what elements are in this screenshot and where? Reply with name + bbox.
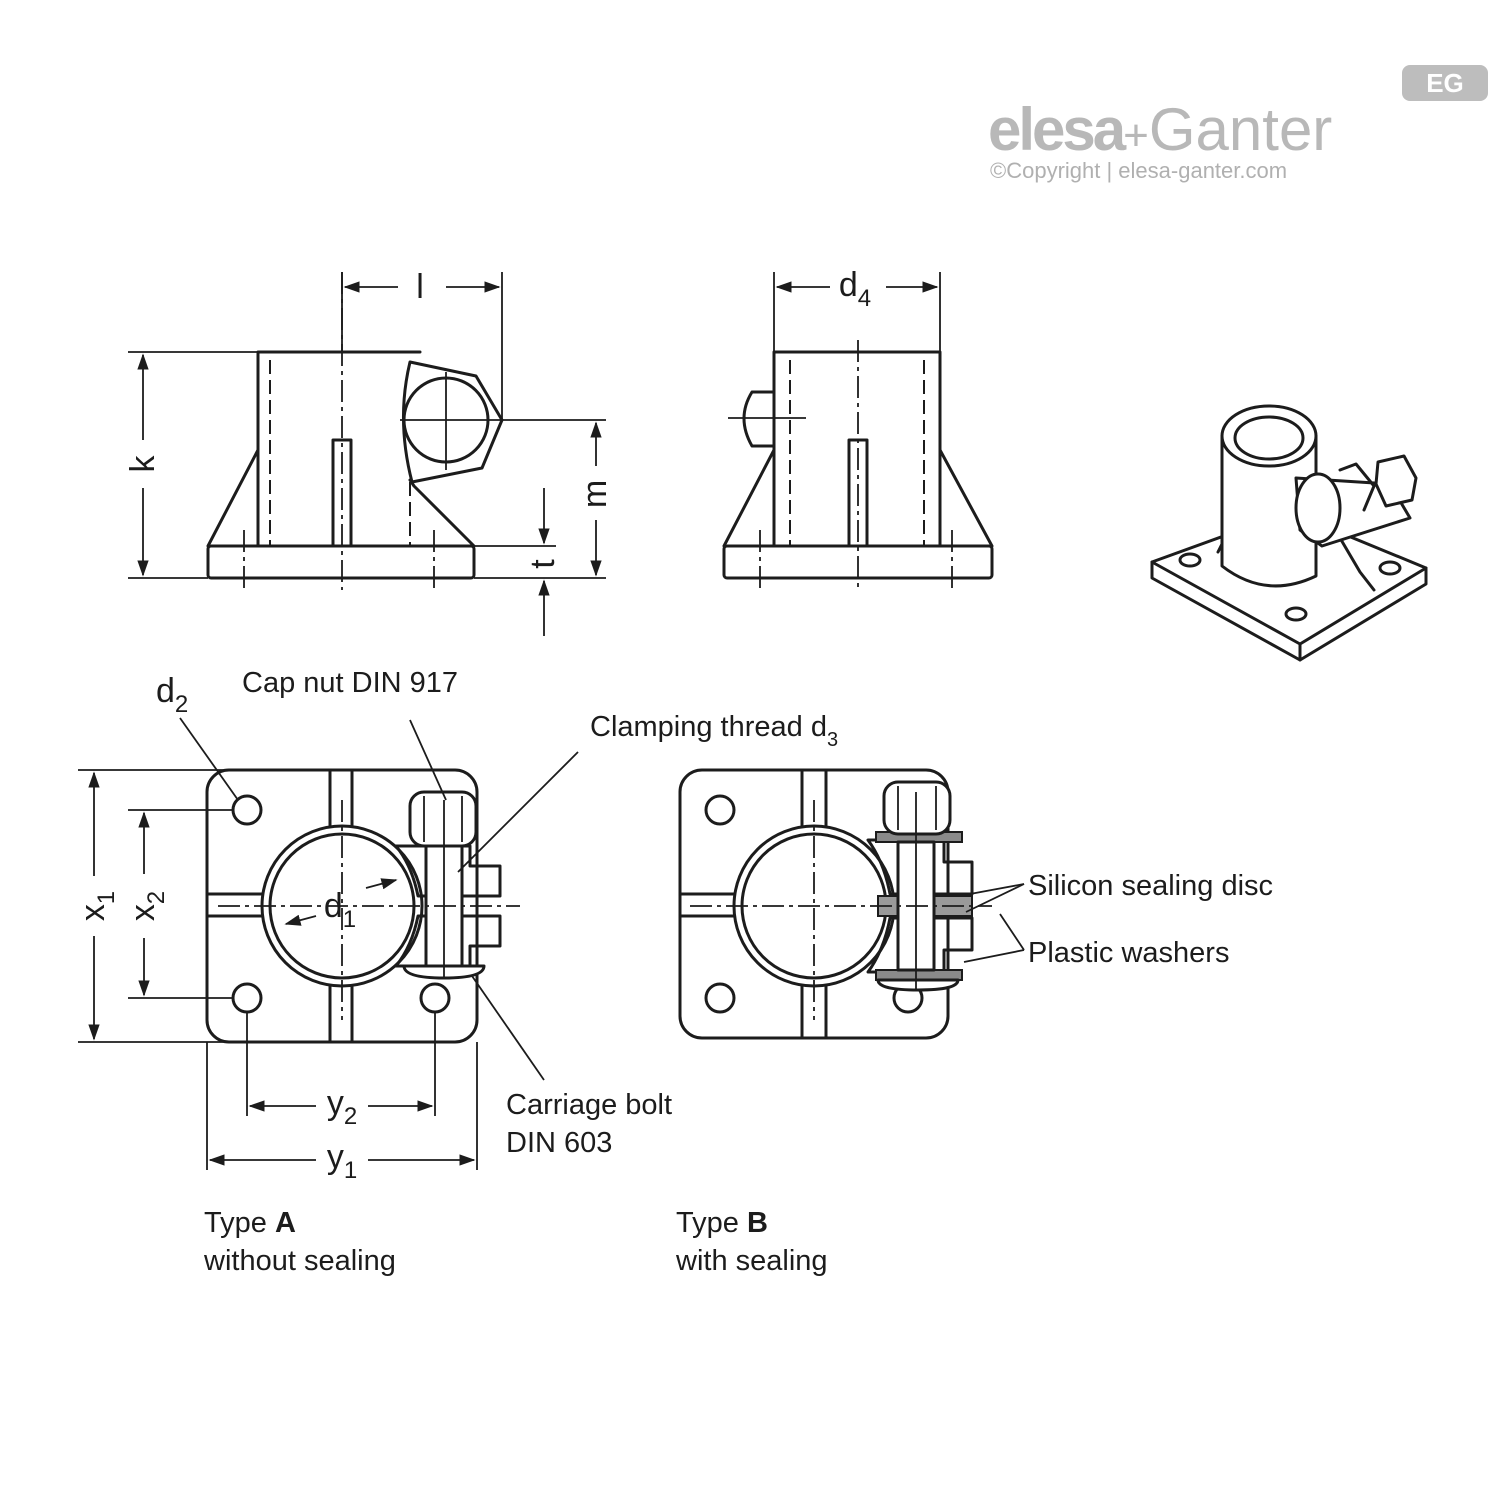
iso-bolt-head	[1374, 454, 1418, 508]
isometric-view	[1150, 404, 1428, 662]
iso-clamp-ring	[1294, 472, 1342, 544]
logo-badge	[1402, 65, 1488, 101]
typeB-clamp-jaw-lower	[866, 916, 974, 974]
dim-k: k	[124, 455, 162, 473]
typeA-clamp-jaw-lower	[394, 914, 502, 968]
typeB-bolt-head	[876, 978, 960, 992]
typeA-mount-hole	[231, 794, 263, 826]
iso-hole	[1178, 552, 1202, 568]
side-view: d4	[722, 266, 994, 592]
typeA-cap-nut	[408, 790, 478, 848]
dim-y2: y2	[327, 1084, 357, 1130]
dim-y1: y1	[327, 1138, 357, 1184]
front-view: l k m t	[124, 268, 614, 636]
logo-brand-ganter: Ganter	[1149, 96, 1332, 163]
dim-x2: x2	[124, 891, 170, 921]
front-clamp-boss	[402, 360, 504, 484]
iso-hole	[1284, 606, 1308, 622]
callout-carriage-bolt: Carriage bolt DIN 603	[506, 1089, 680, 1159]
callout-silicon-disc: Silicon sealing disc	[1028, 870, 1273, 902]
typeA-mount-hole	[419, 982, 451, 1014]
typeA-clamp-jaw-upper	[394, 844, 502, 898]
logo-brand-elesa: elesa	[988, 96, 1127, 163]
brand-logo: EG elesa+Ganter ©Copyright | elesa-gante…	[988, 65, 1488, 183]
type-b-caption: Type B with sealing	[675, 1207, 828, 1277]
plan-view-type-b	[678, 768, 1025, 1040]
logo-brand-plus: +	[1123, 111, 1149, 160]
type-a-caption: Type A without sealing	[203, 1207, 396, 1277]
callout-plastic-washers: Plastic washers	[1028, 937, 1229, 969]
logo-badge-text: EG	[1426, 68, 1464, 98]
typeB-clamp-jaw-upper	[866, 838, 974, 896]
dim-d2: d2	[156, 672, 188, 718]
typeB-mount-hole	[704, 794, 736, 826]
callout-clamping-thread: Clamping thread d3	[590, 711, 838, 751]
side-body-outline	[722, 350, 994, 548]
plan-view-type-a: d1 x1 x2 y2 y1 d2	[74, 672, 579, 1184]
logo-brand: elesa+Ganter	[988, 96, 1332, 163]
iso-cylinder-top	[1220, 404, 1318, 468]
dim-m: m	[576, 480, 614, 508]
side-bolt-head	[742, 390, 776, 448]
iso-hole	[1378, 560, 1402, 576]
typeB-cap-nut	[882, 780, 952, 836]
dim-d1: d1	[324, 887, 356, 933]
typeA-mount-hole	[231, 982, 263, 1014]
dim-l: l	[416, 268, 424, 306]
iso-cylinder	[1220, 434, 1318, 588]
dim-d4: d4	[839, 266, 871, 312]
callout-cap-nut: Cap nut DIN 917	[242, 667, 458, 699]
typeB-mount-hole	[704, 982, 736, 1014]
dim-x1: x1	[74, 891, 120, 921]
logo-copyright: ©Copyright | elesa-ganter.com	[990, 158, 1287, 183]
dim-t: t	[524, 559, 562, 569]
